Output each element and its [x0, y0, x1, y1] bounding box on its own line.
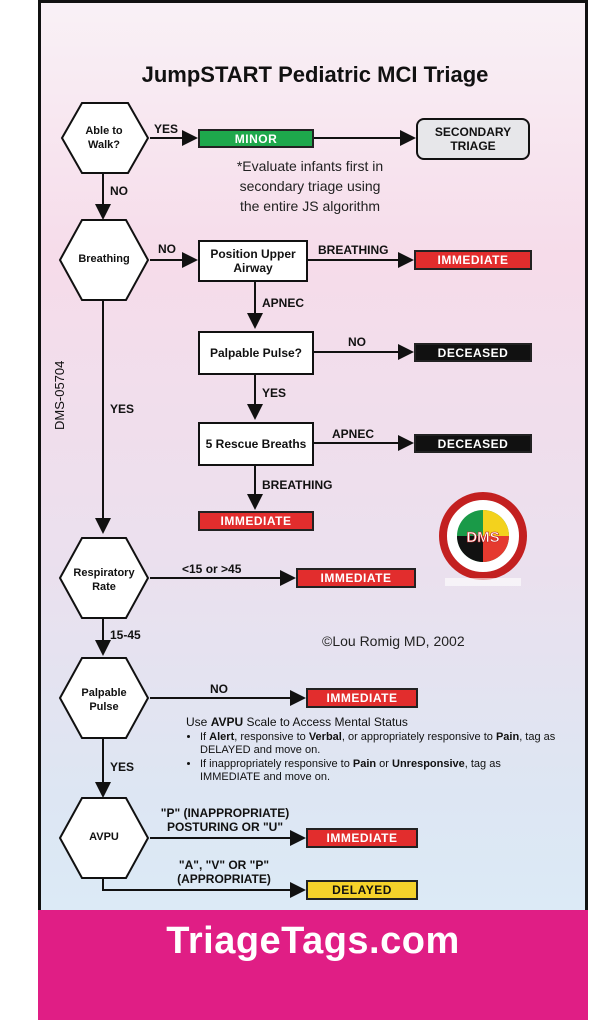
label-avpu-appropriate-line2: (APPROPRIATE)	[177, 872, 271, 886]
box-secondary-triage: SECONDARY TRIAGE	[416, 118, 530, 160]
tag-immediate-airway: IMMEDIATE	[414, 250, 532, 270]
avpu-bullet-1: If Alert, responsive to Verbal, or appro…	[200, 731, 556, 757]
box-position-upper-airway: Position Upper Airway	[198, 240, 308, 282]
infant-note: *Evaluate infants first in secondary tri…	[190, 156, 430, 216]
label-avpu-inappropriate: "P" (INAPPROPRIATE) POSTURING OR "U"	[150, 806, 300, 834]
hex-walk	[60, 102, 150, 174]
b1-mid2: , or appropriately responsive to	[341, 731, 496, 743]
b2-unresponsive: Unresponsive	[392, 758, 465, 770]
b2-post: , tag as IMMEDIATE and move on.	[200, 758, 501, 783]
b2-pre: If inappropriately responsive to	[200, 758, 353, 770]
hex-avpu	[58, 797, 150, 879]
label-rr-ok: 15-45	[110, 628, 141, 642]
label-rr-out: <15 or >45	[182, 562, 242, 576]
label-rescue-apnec: APNEC	[332, 427, 375, 441]
footer-link[interactable]: TriageTags.com	[166, 920, 460, 962]
side-code: DMS-05704	[52, 360, 67, 430]
label-airway-breathing: BREATHING	[318, 243, 389, 257]
b1-pain: Pain	[495, 731, 520, 743]
infant-note-line1: *Evaluate infants first in	[236, 158, 384, 174]
tag-minor: MINOR	[198, 129, 314, 148]
avpu-intro: Use AVPU Scale to Access Mental Status	[186, 716, 556, 729]
b1-verbal: Verbal	[308, 731, 342, 743]
box-rescue-breaths: 5 Rescue Breaths	[198, 422, 314, 466]
infant-note-line3: the entire JS algorithm	[239, 198, 381, 214]
b1-post: , tag as DELAYED and move on.	[200, 731, 556, 756]
node-respiratory-rate: Respiratory Rate	[73, 567, 135, 593]
tag-deceased-pulse: DECEASED	[414, 343, 532, 362]
label-avpu-inappropriate-line2: POSTURING OR "U"	[166, 820, 284, 834]
logo-center-text: DMS	[466, 529, 499, 546]
edge-avpu-appropriate	[102, 878, 306, 898]
tag-immediate-avpu: IMMEDIATE	[306, 828, 418, 848]
avpu-instructions: Use AVPU Scale to Access Mental Status I…	[186, 716, 556, 785]
label-pulse-yes: YES	[110, 760, 135, 774]
tag-deceased-rescue: DECEASED	[414, 434, 532, 453]
b1-mid1: , responsive to	[234, 731, 309, 743]
label-breathing-no: NO	[158, 242, 176, 256]
label-avpu-inappropriate-line1: "P" (INAPPROPRIATE)	[160, 806, 290, 820]
label-walk-no: NO	[110, 184, 128, 198]
b1-alert: Alert	[209, 731, 235, 743]
label-walk-yes: YES	[154, 122, 179, 136]
node-breathing: Breathing	[78, 253, 130, 265]
dms-logo: DMS	[439, 492, 527, 586]
node-palpable-pulse: Palpable Pulse	[81, 687, 127, 713]
b2-pain: Pain	[352, 758, 377, 770]
avpu-intro-bold: AVPU	[210, 715, 244, 729]
hex-pulse	[58, 657, 150, 739]
tag-immediate-rescue: IMMEDIATE	[198, 511, 314, 531]
avpu-bullet-2: If inappropriately responsive to Pain or…	[200, 758, 556, 784]
hex-respiratory	[58, 537, 150, 619]
tag-immediate-rr: IMMEDIATE	[296, 568, 416, 588]
tag-delayed: DELAYED	[306, 880, 418, 900]
label-palpable-no: NO	[348, 335, 366, 349]
b2-mid: or	[376, 758, 393, 770]
tag-immediate-pulse: IMMEDIATE	[306, 688, 418, 708]
label-pulse-no: NO	[210, 682, 228, 696]
avpu-intro-pre: Use	[186, 715, 211, 729]
label-rescue-breathing: BREATHING	[262, 478, 333, 492]
infant-note-line2: secondary triage using	[239, 178, 381, 194]
avpu-bullets: If Alert, responsive to Verbal, or appro…	[186, 731, 556, 784]
avpu-intro-post: Scale to Access Mental Status	[243, 715, 408, 729]
footer-banner	[38, 910, 588, 1020]
page-title: JumpSTART Pediatric MCI Triage	[141, 62, 489, 87]
box-palpable-pulse: Palpable Pulse?	[198, 331, 314, 375]
label-avpu-appropriate-line1: "A", "V" OR "P"	[178, 858, 270, 872]
copyright: ©Lou Romig MD, 2002	[322, 633, 465, 649]
hex-breathing	[58, 219, 150, 301]
label-breathing-yes: YES	[110, 402, 135, 416]
label-palpable-yes: YES	[262, 386, 287, 400]
label-airway-apnec: APNEC	[262, 296, 305, 310]
node-avpu: AVPU	[89, 831, 119, 843]
label-avpu-appropriate: "A", "V" OR "P" (APPROPRIATE)	[154, 858, 294, 886]
b1-pre: If	[200, 731, 210, 743]
node-able-to-walk: Able to Walk?	[85, 125, 123, 151]
